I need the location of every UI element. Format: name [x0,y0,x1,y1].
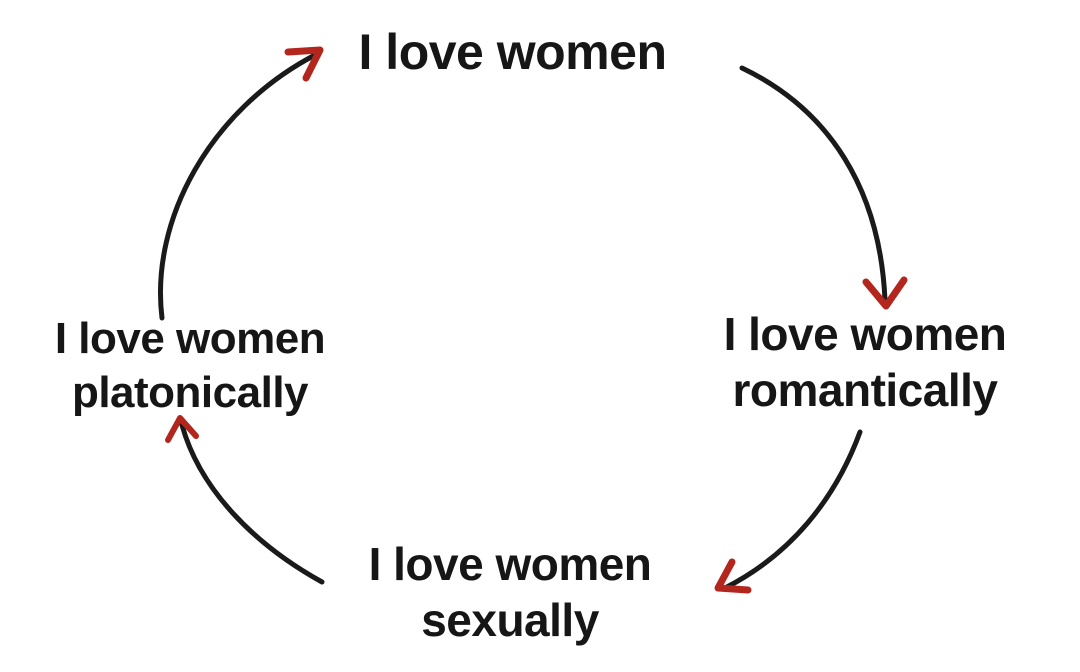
arrow-right-to-bottom [722,429,863,591]
arrowhead-right-to-bottom [714,558,752,594]
arrow-top-to-right [739,65,888,303]
node-left-line2: platonically [71,367,309,417]
node-sexually: I love women sexually [350,536,670,648]
node-right-line2: romantically [732,364,999,417]
arrow-bottom-to-left [179,422,325,585]
node-top-line1: I love women [358,24,667,80]
arrow-left-to-top [158,52,318,321]
node-right-line1: I love women [723,308,1007,360]
node-bottom-line1: I love women [368,538,652,590]
node-platonically: I love women platonically [40,312,340,419]
node-bottom-line2: sexually [421,594,599,647]
arrowhead-left-to-top [284,46,324,82]
arrowhead-bottom-to-left [165,415,199,443]
node-i-love-women: I love women [340,22,685,83]
node-left-line1: I love women [54,314,326,363]
arrowhead-top-to-right [862,276,908,310]
node-romantically: I love women romantically [700,306,1030,418]
